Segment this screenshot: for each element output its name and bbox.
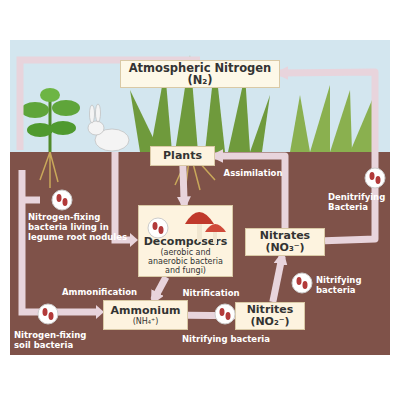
node-subtext: (NH₄⁺): [133, 317, 159, 326]
edge-label: Assimilation: [218, 168, 288, 178]
legume-plant: [21, 88, 80, 152]
process-label: Denitrifying Bacteria: [328, 192, 392, 212]
process-box: Decomposers(aerobic and anaerobic bacter…: [138, 205, 233, 277]
flow-arrow: [154, 277, 166, 300]
node-title: Decomposers: [144, 236, 228, 248]
process-label: Nitrifying bacteria: [316, 275, 386, 295]
process-label: Nitrogen-fixing bacteria living in legum…: [28, 212, 128, 242]
edge-label: Nitrification: [176, 288, 246, 298]
compound-box: Ammonium(NH₄⁺): [103, 300, 188, 330]
rabbit: [88, 104, 129, 151]
node-title: Nitrites (NO₂⁻): [239, 304, 301, 328]
process-box: Plants: [150, 146, 215, 166]
flow-arrow: [280, 72, 375, 241]
node-title: Nitrates (NO₃⁻): [249, 230, 321, 254]
sky: [10, 40, 390, 152]
node-title: Ammonium: [111, 305, 181, 317]
flow-arrow: [188, 312, 235, 319]
flow-arrow: [273, 256, 282, 302]
right-plants: [290, 85, 372, 152]
reservoir-box: Atmospheric Nitrogen (N₂): [120, 60, 280, 88]
process-label: Nitrifying bacteria: [182, 334, 272, 344]
node-title: Atmospheric Nitrogen (N₂): [124, 62, 276, 86]
flow-arrow: [183, 166, 184, 205]
process-label: Ammonification: [62, 287, 142, 297]
compound-box: Nitrates (NO₃⁻): [245, 228, 325, 256]
compound-box: Nitrites (NO₂⁻): [235, 302, 305, 330]
node-subtext: (aerobic and anaerobic bacteria and fung…: [142, 248, 229, 275]
process-label: Nitrogen-fixing soil bacteria: [14, 330, 104, 350]
node-title: Plants: [163, 150, 202, 162]
flow-arrowhead: [130, 233, 138, 247]
bacteria-icons: [38, 168, 385, 324]
